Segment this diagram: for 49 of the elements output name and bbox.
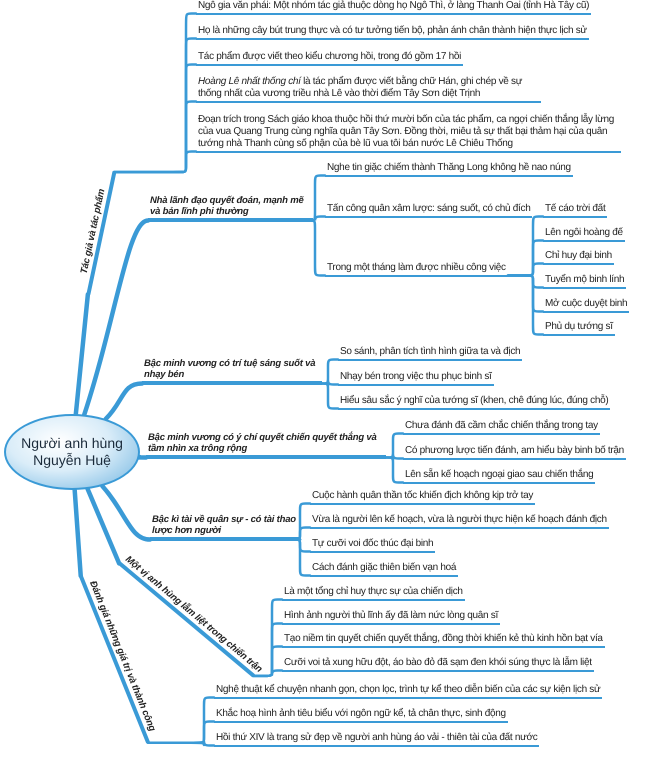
branch-label: Nhà lãnh đạo quyết đoán, mạnh mẽ và bản lĩnh phi thường	[148, 195, 313, 222]
leaf-label: Nhạy bén trong việc thu phục binh sĩ	[338, 371, 494, 386]
branch-label: Bậc minh vương có ý chí quyết chiến quyết thắng và tầm nhìn xa trông rộng	[146, 432, 386, 459]
branch-line	[320, 358, 340, 385]
branch-line	[103, 381, 144, 422]
central-topic-ellipse: Người anh hùng Nguyễn Huệ	[4, 414, 140, 490]
leaf-label: Lên sẵn kế hoạch ngoại giao sau chiến thắng	[403, 469, 596, 484]
branch-label: Tác giả và tác phẩm	[74, 169, 116, 295]
leaf-label: Chưa đánh đã cầm chắc chiến thắng trong tay	[403, 420, 600, 435]
leaf-label: Ngô gia văn phái: Một nhóm tác giả thuộc dòng họ Ngô Thì, ở làng Thanh Oai (tỉnh Hà Tây cũ)	[196, 0, 592, 15]
leaf-label: Là một tổng chỉ huy thực sự của chiến dịch	[282, 586, 465, 601]
leaf-label: So sánh, phân tích tình hình giữa ta và địch	[338, 346, 522, 361]
branch-label: Bậc minh vương có trí tuệ sáng suốt và nhạy bén	[142, 358, 322, 385]
branch-line	[384, 456, 404, 484]
leaf-label: Hồi thứ XIV là trang sử đẹp về người anh hùng áo vải - thiên tài của đất nước	[214, 732, 540, 747]
leaf-label: Chỉ huy đại binh	[543, 250, 614, 265]
leaf-label: Đoạn trích trong Sách giáo khoa thuộc hồi thứ mười bốn của tác phẩm, ca ngợi chiến thắng lẫy lừng của vua Quang Trung cùng nghĩa quân Tây Sơn. Đồng thời, miêu tả sự thất bại thảm hại của quân tướng nhà Thanh cùng số phận của bè lũ vua tôi bán nước Lê Chiêu Thống	[196, 114, 621, 153]
leaf-label: Hình ảnh người thủ lĩnh ấy đã làm nức lòng quân sĩ	[282, 610, 500, 625]
leaf-label: Vừa là người lên kế hoạch, vừa là người thực hiện kế hoạch đánh địch	[310, 514, 609, 529]
branch-line	[146, 740, 216, 747]
branch-line	[82, 218, 150, 417]
leaf-label: Hiểu sâu sắc ý nghĩ của tướng sĩ (khen, chê đúng lúc, đúng chỗ)	[338, 395, 610, 410]
branch-line	[100, 484, 152, 542]
branch-label: Bậc kì tài về quân sự - có tài thao lược hơn người	[150, 514, 300, 541]
leaf-label: Tuyển mộ binh lính	[543, 274, 626, 289]
branch-line	[506, 274, 544, 336]
leaf-label: Tế cáo trời đất	[543, 203, 608, 218]
leaf-label: Tấn công quân xâm lược: sáng suốt, có chủ đích	[325, 203, 532, 218]
leaf-label: Tác phẩm được viết theo kiểu chương hồi, trong đó gồm 17 hồi	[196, 51, 464, 66]
leaf-label: Họ là những cây bút trung thực và có tư tưởng tiến bộ, phản ánh chân thành hiện thực lịch sử	[196, 25, 589, 40]
leaf-label: Nghệ thuật kể chuyện nhanh gọn, chọn lọc, trình tự kể theo diễn biến của các sự kiện lịch sử	[214, 684, 602, 699]
leaf-label: Khắc hoạ hình ảnh tiêu biểu với ngôn ngữ kể, tả chân thực, sinh động	[214, 708, 508, 723]
leaf-label: Nghe tin giặc chiếm thành Thăng Long không hề nao núng	[325, 162, 573, 177]
leaf-label: Hoàng Lê nhất thống chí là tác phẩm được viết bằng chữ Hán, ghi chép về sự thống nhất của vương triều nhà Lê vào thời điểm Tây Sơn diệt Trịnh	[196, 76, 541, 103]
leaf-label: Phủ dụ tướng sĩ	[543, 321, 615, 336]
leaf-label: Cuộc hành quân thần tốc khiến địch không kịp trở tay	[310, 490, 536, 505]
branch-line	[112, 150, 198, 174]
branch-line	[252, 669, 284, 678]
branch-line	[74, 292, 90, 416]
leaf-label: Tạo niềm tin quyết chiến quyết thắng, đồng thời khiến kẻ thù kinh hồn bạt vía	[282, 633, 605, 648]
leaf-label: Trong một tháng làm được nhiều công việc	[325, 262, 508, 277]
leaf-label: Cưỡi voi tả xung hữu đột, áo bào đỏ đã sạm đen khói súng thực là lẫm liệt	[282, 657, 594, 672]
leaf-label: Tự cưỡi voi đốc thúc đại binh	[310, 538, 436, 553]
leaf-label: Cách đánh giặc thiên biến vạn hoá	[310, 562, 458, 577]
branch-line	[72, 488, 83, 578]
leaf-label: Mở cuộc duyệt binh	[543, 298, 630, 313]
leaf-label: Có phương lược tiến đánh, am hiểu bày binh bố trận	[403, 445, 626, 460]
leaf-label: Lên ngôi hoàng đế	[543, 227, 625, 242]
branch-line	[320, 382, 340, 410]
